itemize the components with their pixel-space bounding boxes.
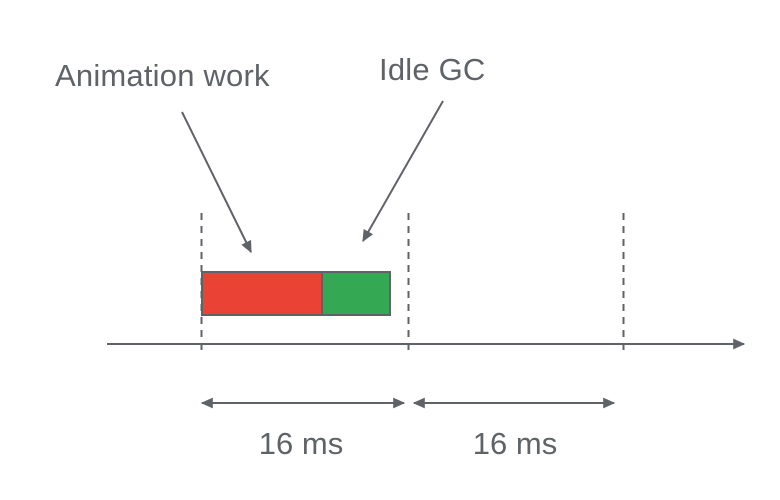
animation-work-arrow xyxy=(181,111,252,254)
frame-duration-label-2: 16 ms xyxy=(472,426,558,461)
frame-duration-label-1: 16 ms xyxy=(258,426,344,461)
idle-gc-label: Idle GC xyxy=(379,52,486,87)
animation-work-label: Animation work xyxy=(55,58,270,93)
idle-gc-arrow xyxy=(362,100,444,243)
animation-work-bar xyxy=(201,271,323,316)
idle-gc-bar xyxy=(321,271,391,316)
